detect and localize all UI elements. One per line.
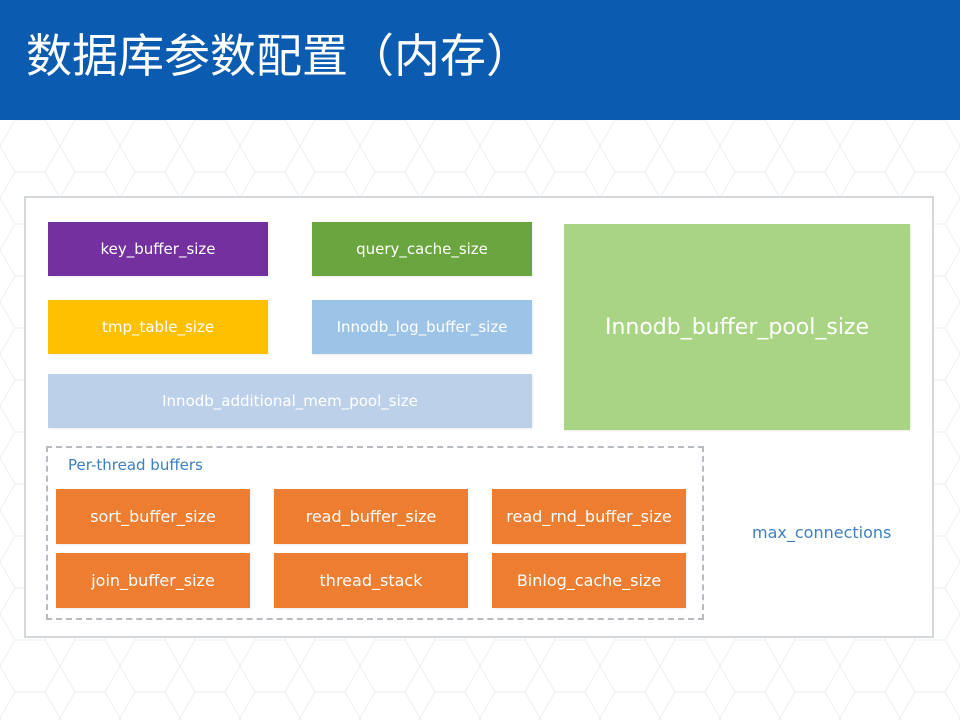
tmp-table-size-box: tmp_table_size	[48, 300, 268, 354]
sort-buffer-size-box: sort_buffer_size	[56, 489, 250, 544]
join-buffer-size-box: join_buffer_size	[56, 553, 250, 608]
per-thread-buffers-group	[46, 446, 704, 620]
per-thread-buffers-label: Per-thread buffers	[68, 456, 203, 474]
read-buffer-size-box: read_buffer_size	[274, 489, 468, 544]
innodb-log-buffer-size-box: Innodb_log_buffer_size	[312, 300, 532, 354]
thread-stack-box: thread_stack	[274, 553, 468, 608]
title-bar: 数据库参数配置（内存）	[0, 0, 960, 120]
innodb-additional-mem-pool-size-box: Innodb_additional_mem_pool_size	[48, 374, 532, 428]
read-rnd-buffer-size-box: read_rnd_buffer_size	[492, 489, 686, 544]
max-connections-label: max_connections	[752, 523, 892, 542]
key-buffer-size-box: key_buffer_size	[48, 222, 268, 276]
binlog-cache-size-box: Binlog_cache_size	[492, 553, 686, 608]
innodb-buffer-pool-size-box: Innodb_buffer_pool_size	[564, 224, 910, 430]
page-title: 数据库参数配置（内存）	[26, 29, 532, 83]
query-cache-size-box: query_cache_size	[312, 222, 532, 276]
